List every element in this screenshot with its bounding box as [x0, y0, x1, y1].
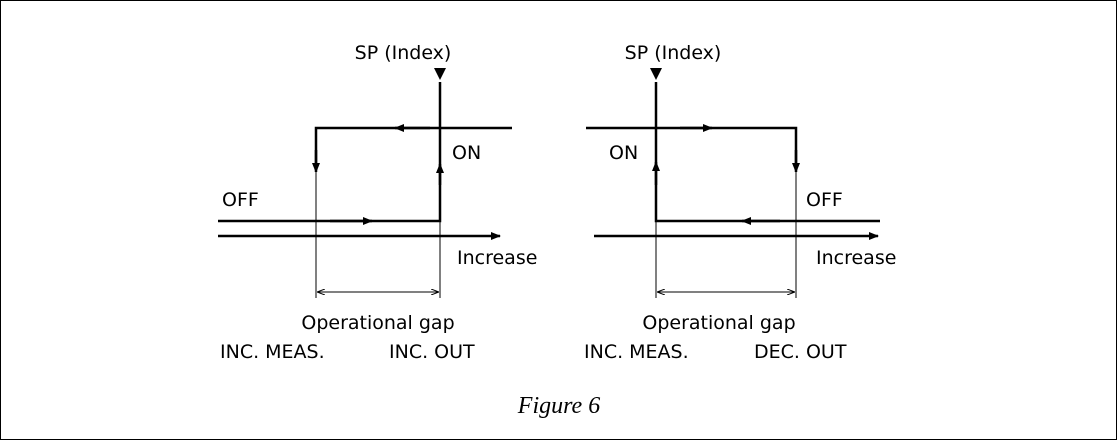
left-sp-label: SP (Index): [355, 42, 452, 64]
right-output-rise-path: [654, 160, 880, 223]
right-on-label: ON: [609, 142, 638, 164]
hysteresis-diagram: SP (Index) ON OFF Increase Operational g…: [218, 42, 896, 419]
left-sp-triangle-icon: [434, 68, 446, 80]
figure-caption: Figure 6: [517, 393, 600, 419]
left-gap-label: Operational gap: [301, 312, 454, 334]
left-increase-label: Increase: [457, 247, 537, 269]
right-increase-label: Increase: [816, 247, 896, 269]
left-on-label: ON: [452, 142, 481, 164]
left-off-label: OFF: [222, 189, 259, 211]
right-meas-label: INC. MEAS.: [584, 341, 689, 363]
left-meas-label: INC. MEAS.: [220, 341, 325, 363]
left-output-fall-path: [314, 126, 512, 170]
right-out-label: DEC. OUT: [754, 341, 847, 363]
left-out-label: INC. OUT: [389, 341, 475, 363]
right-sp-label: SP (Index): [625, 42, 722, 64]
right-diagram: SP (Index) ON OFF Increase Operational g…: [584, 42, 896, 363]
right-off-label: OFF: [806, 189, 843, 211]
right-sp-triangle-icon: [650, 68, 662, 80]
right-gap-label: Operational gap: [642, 312, 795, 334]
left-diagram: SP (Index) ON OFF Increase Operational g…: [218, 42, 537, 363]
